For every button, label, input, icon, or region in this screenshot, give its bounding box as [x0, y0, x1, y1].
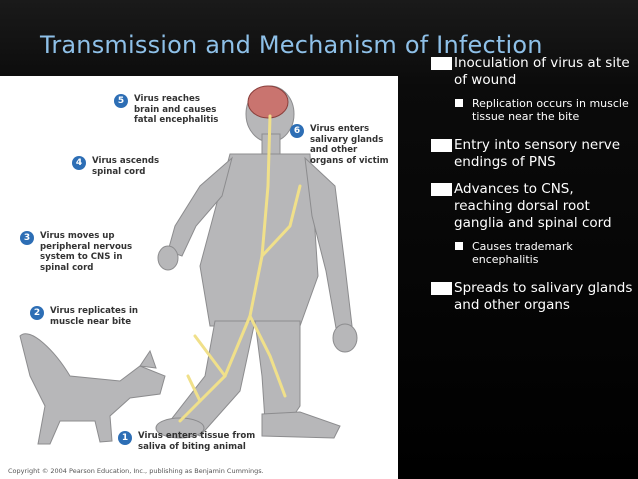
sub-bullet-text: Causes trademark encephalitis — [472, 240, 573, 266]
bullet-square-icon — [431, 139, 452, 152]
bullet-text: Entry into sensory nerve endings of PNS — [454, 137, 621, 170]
bullet-item: Entry into sensory nerve endings of PNS — [428, 137, 633, 171]
nerve-pathway — [178, 114, 302, 423]
sub-bullet-text: Replication occurs in muscle tissue near… — [472, 97, 629, 123]
step-number: 4 — [72, 156, 86, 170]
step-label: Virus moves up peripheral nervous system… — [40, 231, 133, 273]
bullet-square-icon — [431, 183, 452, 196]
bullet-list: Inoculation of virus at site of wound Re… — [428, 55, 633, 324]
bullet-text: Spreads to salivary glands and other org… — [454, 280, 633, 313]
step-number: 6 — [290, 124, 304, 138]
bullet-text: Advances to CNS, reaching dorsal root ga… — [454, 181, 612, 231]
sub-bullet-square-icon — [455, 99, 463, 107]
brain-icon — [247, 85, 289, 119]
step-label: Virus replicates in muscle near bite — [50, 306, 139, 327]
bullet-text: Inoculation of virus at site of wound — [454, 55, 630, 88]
step-2: 2 Virus replicates in muscle near bite — [30, 306, 138, 327]
slide-title: Transmission and Mechanism of Infection — [40, 31, 543, 59]
copyright-notice: Copyright © 2004 Pearson Education, Inc.… — [8, 467, 264, 475]
infection-figure: 5 Virus reaches brain and causes fatal e… — [0, 76, 398, 479]
bullet-item: Spreads to salivary glands and other org… — [428, 280, 633, 314]
step-6: 6 Virus enters salivary glands and other… — [290, 124, 389, 166]
bullet-item: Inoculation of virus at site of wound — [428, 55, 633, 89]
sub-bullet-item: Replication occurs in muscle tissue near… — [428, 97, 633, 123]
step-label: Virus ascends spinal cord — [92, 156, 160, 177]
step-3: 3 Virus moves up peripheral nervous syst… — [20, 231, 132, 273]
bullet-item: Advances to CNS, reaching dorsal root ga… — [428, 181, 633, 232]
step-label: Virus enters salivary glands and other o… — [310, 124, 389, 166]
step-number: 5 — [114, 94, 128, 108]
dog-figure — [19, 333, 166, 445]
bullet-square-icon — [431, 282, 452, 295]
figure-illustration — [19, 85, 358, 445]
step-4: 4 Virus ascends spinal cord — [72, 156, 159, 177]
step-number: 3 — [20, 231, 34, 245]
step-number: 1 — [118, 431, 132, 445]
human-figure — [155, 85, 358, 439]
sub-bullet-square-icon — [455, 242, 463, 250]
sub-bullet-item: Causes trademark encephalitis — [428, 240, 633, 266]
step-5: 5 Virus reaches brain and causes fatal e… — [114, 94, 218, 126]
step-1: 1 Virus enters tissue from saliva of bit… — [118, 431, 255, 452]
bullet-square-icon — [431, 57, 452, 70]
step-label: Virus reaches brain and causes fatal enc… — [134, 94, 219, 125]
step-number: 2 — [30, 306, 44, 320]
step-label: Virus enters tissue from saliva of bitin… — [138, 431, 256, 452]
